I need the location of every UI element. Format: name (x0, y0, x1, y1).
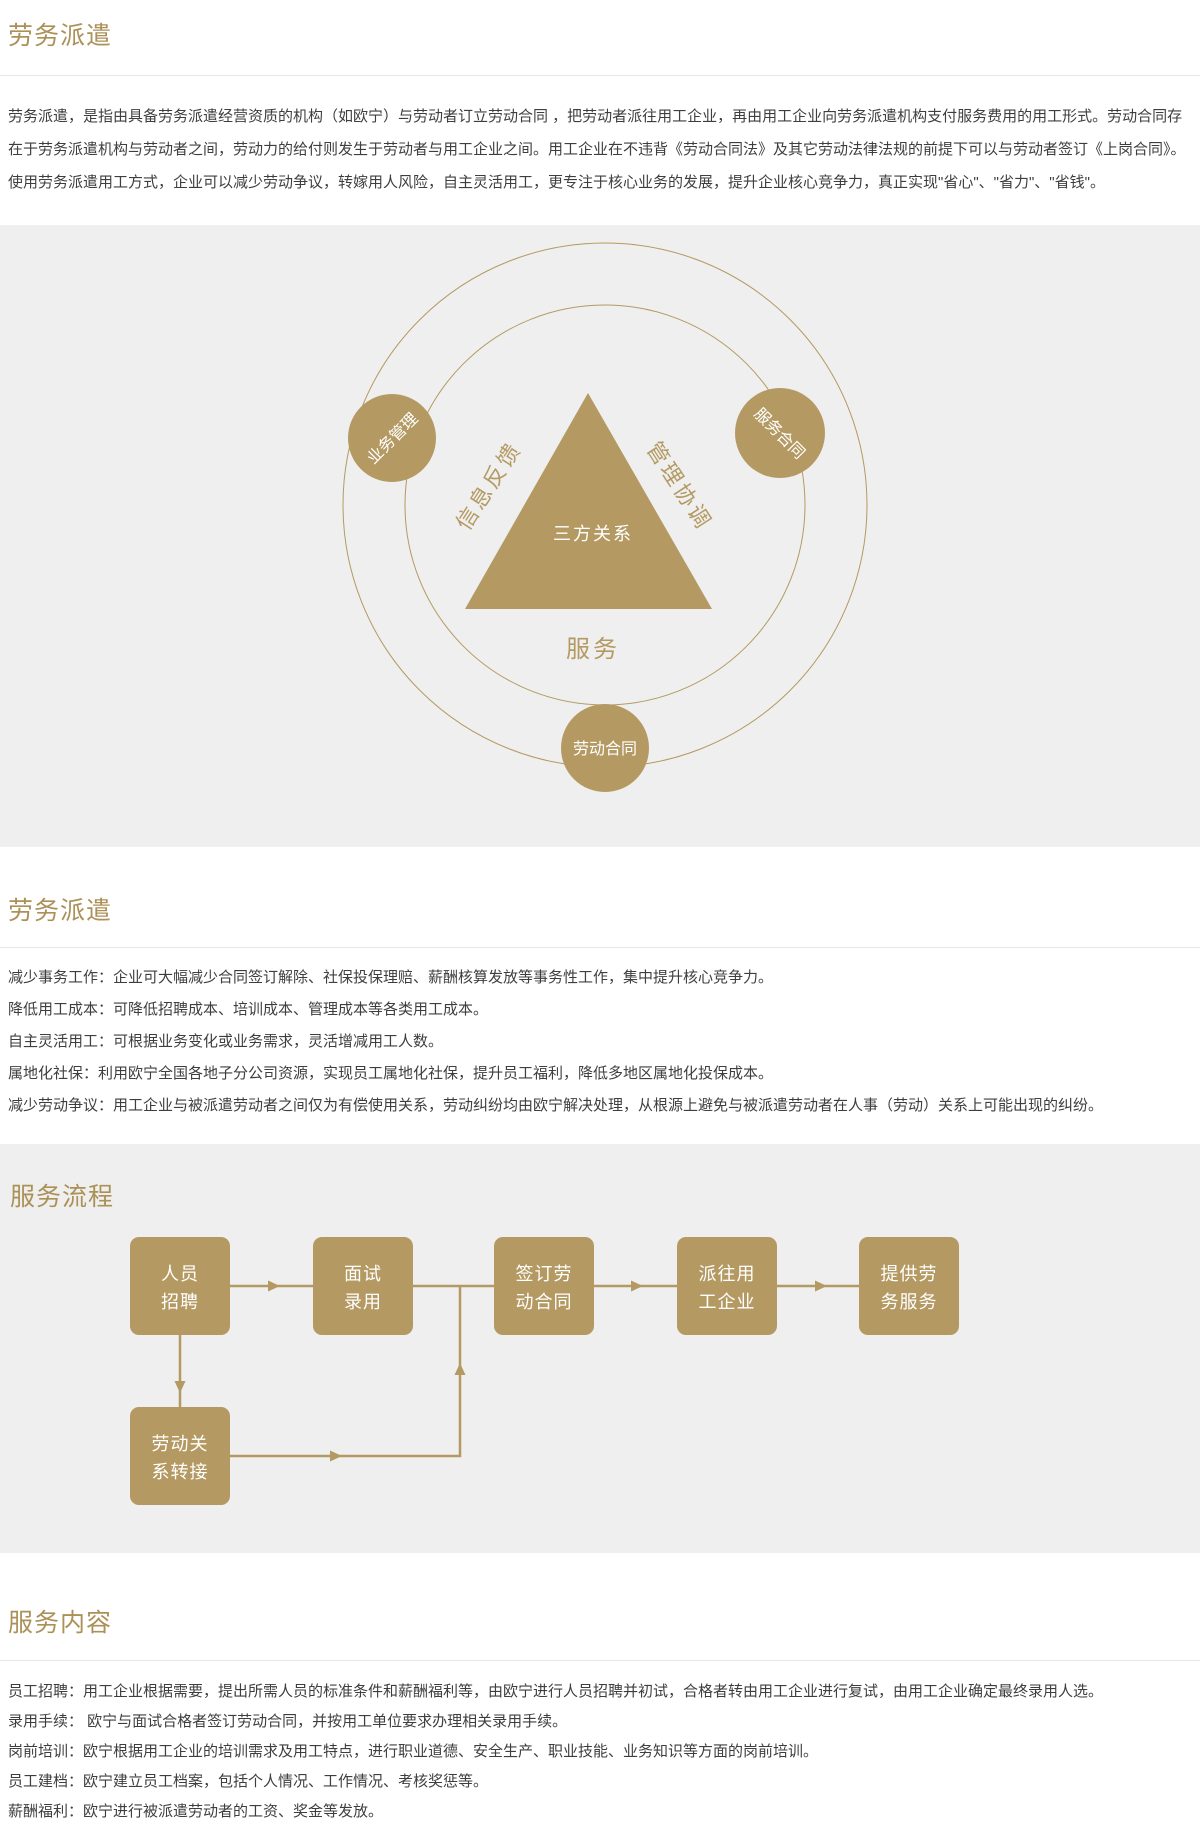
content-item: 岗前培训：欧宁根据用工企业的培训需求及用工特点，进行职业道德、安全生产、职业技能… (8, 1743, 819, 1760)
labor-contract-circle (561, 704, 649, 792)
service-contract-circle (735, 388, 825, 478)
flow-box-label: 人员 (161, 1264, 199, 1284)
arrow-up-icon (454, 1363, 466, 1375)
flow-box (677, 1237, 777, 1335)
content-item: 员工建档：欧宁建立员工档案，包括个人情况、工作情况、考核奖惩等。 (8, 1773, 489, 1790)
flow-box-label: 劳动关 (152, 1434, 209, 1454)
content-item: 录用手续： 欧宁与面试合格者签订劳动合同，并按用工单位要求办理相关录用手续。 (8, 1713, 568, 1730)
divider (0, 947, 1200, 948)
flow-step-service: 提供劳 务服务 (859, 1237, 959, 1335)
three-party-diagram-section: 三方关系 信息反馈 管理协调 服务 业务管理 服务合同 劳动合同 (0, 225, 1200, 847)
service-content-list: 员工招聘：用工企业根据需要，提出所需人员的标准条件和薪酬福利等，由欧宁进行人员招… (0, 1661, 1200, 1827)
intro-paragraph: 劳务派遣，是指由具备劳务派遣经营资质的机构（如欧宁）与劳动者订立劳动合同 ，把劳… (8, 108, 1186, 191)
flow-step-dispatch: 派往用 工企业 (677, 1237, 777, 1335)
page-title: 劳务派遣 (8, 22, 113, 50)
content-item: 薪酬福利：欧宁进行被派遣劳动者的工资、奖金等发放。 (8, 1803, 384, 1820)
flow-box (859, 1237, 959, 1335)
arrow-down-icon (174, 1381, 186, 1393)
labor-dispatch-intro-section: 劳务派遣 劳务派遣，是指由具备劳务派遣经营资质的机构（如欧宁）与劳动者订立劳动合… (0, 0, 1200, 225)
arrow-right-icon (268, 1280, 280, 1292)
arrow-right-icon (631, 1280, 643, 1292)
section-title: 服务内容 (8, 1609, 113, 1637)
flow-box-label: 签订劳 (516, 1264, 573, 1284)
flow-step-interview: 面试 录用 (313, 1237, 413, 1335)
flow-box-label: 面试 (344, 1264, 382, 1284)
flow-box (494, 1237, 594, 1335)
labor-contract-label: 劳动合同 (573, 740, 637, 758)
flow-box-label: 系转接 (152, 1462, 209, 1482)
benefits-section: 劳务派遣 减少事务工作：企业可大幅减少合同签订解除、社保投保理赔、薪酬核算发放等… (0, 847, 1200, 1144)
triangle-shape (465, 393, 712, 609)
service-label: 服务 (566, 636, 620, 663)
business-management-circle (348, 394, 436, 482)
divider (0, 1660, 1200, 1661)
benefit-item: 减少事务工作：企业可大幅减少合同签订解除、社保投保理赔、薪酬核算发放等事务性工作… (8, 969, 774, 986)
flow-box-label: 提供劳 (881, 1264, 938, 1284)
three-party-diagram: 三方关系 信息反馈 管理协调 服务 业务管理 服务合同 劳动合同 (342, 242, 868, 792)
content-item: 员工招聘：用工企业根据需要，提出所需人员的标准条件和薪酬福利等，由欧宁进行人员招… (8, 1683, 1104, 1700)
flow-box-label: 务服务 (881, 1292, 938, 1312)
benefit-item: 降低用工成本：可降低招聘成本、培训成本、管理成本等各类用工成本。 (8, 1001, 489, 1018)
flow-box-label: 招聘 (161, 1292, 199, 1312)
flow-box (313, 1237, 413, 1335)
flow-box (130, 1237, 230, 1335)
flow-step-sign-contract: 签订劳 动合同 (494, 1237, 594, 1335)
arrow-right-icon (330, 1450, 342, 1462)
flow-box-label: 工企业 (699, 1292, 756, 1312)
flow-box (130, 1407, 230, 1505)
flow-box-label: 动合同 (516, 1292, 573, 1312)
triangle-center-label: 三方关系 (553, 524, 633, 544)
benefit-item: 属地化社保：利用欧宁全国各地子分公司资源，实现员工属地化社保，提升员工福利，降低… (8, 1065, 774, 1082)
left-edge-label: 信息反馈 (451, 437, 526, 534)
section-title: 服务流程 (10, 1183, 115, 1211)
benefits-list: 减少事务工作：企业可大幅减少合同签订解除、社保投保理赔、薪酬核算发放等事务性工作… (0, 948, 1200, 1122)
divider (0, 75, 1200, 76)
flow-step-recruitment: 人员 招聘 (130, 1237, 230, 1335)
benefit-item: 自主灵活用工：可根据业务变化或业务需求，灵活增减用工人数。 (8, 1033, 444, 1050)
flow-box-label: 派往用 (699, 1264, 756, 1284)
section-title: 劳务派遣 (8, 897, 113, 925)
service-flow-section: 人员 招聘 面试 录用 签订劳 动合同 派往用 工企业 提供劳 务服务 劳动关 … (0, 1144, 1200, 1553)
connector-line (229, 1286, 462, 1458)
flow-step-relation-transfer: 劳动关 系转接 (130, 1407, 230, 1505)
service-flowchart: 人员 招聘 面试 录用 签订劳 动合同 派往用 工企业 提供劳 务服务 劳动关 … (130, 1237, 959, 1505)
flow-box-label: 录用 (344, 1292, 382, 1312)
arrow-right-icon (815, 1280, 827, 1292)
service-content-section: 服务内容 员工招聘：用工企业根据需要，提出所需人员的标准条件和薪酬福利等，由欧宁… (0, 1553, 1200, 1836)
benefit-item: 减少劳动争议：用工企业与被派遣劳动者之间仅为有偿使用关系，劳动纠纷均由欧宁解决处… (8, 1097, 1104, 1114)
